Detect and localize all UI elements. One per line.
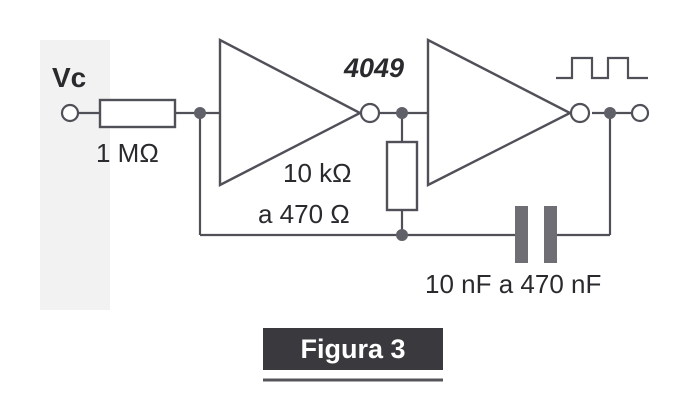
input-terminal: [60, 103, 80, 123]
junction-dot-bottom: [396, 229, 408, 241]
square-wave-icon: [556, 56, 648, 80]
resistor-feedback: [385, 140, 419, 212]
junction-dot-mid: [396, 107, 408, 119]
caption-box: [263, 328, 443, 370]
inverter-1-bubble: [359, 102, 381, 124]
output-terminal: [630, 103, 650, 123]
inverter-gate-2: [426, 38, 573, 187]
capacitor-plate-left: [515, 206, 528, 263]
junction-dot-output: [604, 107, 616, 119]
label-resistor-fb-range: a 470 Ω: [258, 199, 350, 229]
label-input-vc: Vc: [52, 62, 86, 93]
inverter-gate-1: [218, 38, 363, 187]
label-resistor-1m: 1 MΩ: [96, 138, 159, 168]
capacitor-plate-right: [544, 206, 557, 263]
resistor-1m: [98, 98, 177, 129]
label-ic-4049: 4049: [343, 53, 404, 83]
caption-figura: Figura 3: [300, 334, 405, 364]
junction-dot-input: [194, 107, 206, 119]
scan-shading: [40, 40, 110, 310]
label-capacitor: 10 nF a 470 nF: [425, 269, 601, 299]
label-resistor-fb-value: 10 kΩ: [283, 158, 352, 188]
inverter-2-bubble: [569, 102, 591, 124]
